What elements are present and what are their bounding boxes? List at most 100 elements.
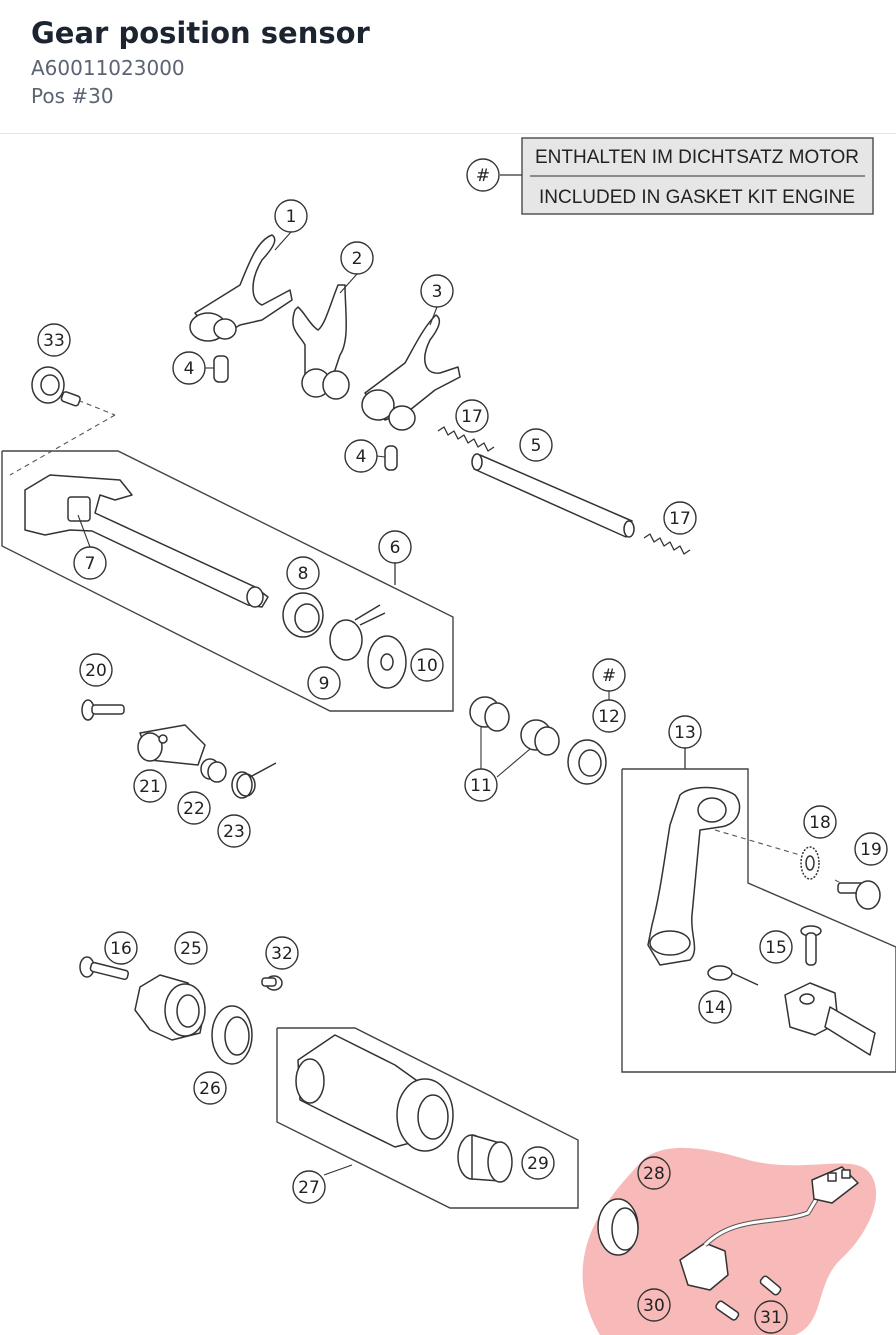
spring-23-part[interactable]	[231, 762, 277, 799]
callout-16[interactable]: 16	[104, 931, 138, 965]
highlight-region[interactable]	[582, 1147, 877, 1335]
callout-7[interactable]: 7	[73, 546, 107, 580]
callout-28[interactable]: 28	[637, 1156, 671, 1190]
callout-label: 17	[461, 407, 483, 427]
bolt-19-part[interactable]	[837, 880, 881, 910]
callout-20[interactable]: 20	[79, 653, 113, 687]
shift-drum-group-outline	[276, 1027, 579, 1209]
shift-rail-5-part[interactable]	[471, 453, 635, 538]
callout-5[interactable]: 5	[519, 428, 553, 462]
pin-4b-part[interactable]	[384, 445, 398, 471]
callout-29[interactable]: 29	[521, 1146, 555, 1180]
spring-17a-part[interactable]	[437, 426, 495, 452]
callout-circle	[133, 769, 167, 803]
position-label: Pos #30	[31, 84, 114, 108]
callout-label: 3	[432, 282, 443, 302]
callout-label: 29	[527, 1154, 549, 1174]
legend-line-en: INCLUDED IN GASKET KIT ENGINE	[539, 187, 855, 208]
shift-lever-13-part[interactable]	[647, 786, 741, 966]
seal-28-part[interactable]	[597, 1198, 639, 1256]
bushing-11b-part[interactable]	[520, 719, 560, 756]
callout-22[interactable]: 22	[177, 791, 211, 825]
callout-label: #	[602, 666, 616, 686]
callout-label: 26	[199, 1079, 221, 1099]
shift-fork-3-part[interactable]	[361, 314, 461, 431]
callout-3[interactable]: 3	[420, 274, 454, 308]
callout-label: 27	[298, 1178, 320, 1198]
callout-circle	[698, 990, 732, 1024]
callout-circle	[410, 648, 444, 682]
callout-9[interactable]: 9	[307, 666, 341, 700]
gear-18-part[interactable]	[800, 846, 820, 880]
callout-14[interactable]: 14	[698, 990, 732, 1024]
callout-17a[interactable]: 17	[455, 399, 489, 433]
callout-6[interactable]: 6	[378, 530, 412, 564]
washer-10-part[interactable]	[367, 635, 407, 689]
callout-label: 2	[352, 249, 363, 269]
callout-19[interactable]: 19	[854, 832, 888, 866]
shift-lever-clamp-part[interactable]	[784, 982, 876, 1056]
bolt-20-part[interactable]	[81, 699, 125, 721]
spring-17b-part[interactable]	[643, 533, 691, 555]
screw-32-part[interactable]	[261, 975, 283, 991]
spring-14-part[interactable]	[707, 965, 759, 986]
callout-circle	[420, 274, 454, 308]
callout-label: 12	[598, 707, 620, 727]
callout-30[interactable]: 30	[637, 1288, 671, 1322]
callout-1[interactable]: 1	[274, 199, 308, 233]
callout-4a[interactable]: 4	[172, 351, 206, 385]
callout-31[interactable]: 31	[754, 1300, 788, 1334]
callout-23[interactable]: 23	[217, 814, 251, 848]
callout-12[interactable]: 12	[592, 699, 626, 733]
callout-circle	[637, 1156, 671, 1190]
callout-4b[interactable]: 4	[344, 439, 378, 473]
callout-circle	[455, 399, 489, 433]
part-number: A60011023000	[31, 56, 185, 80]
callout-32[interactable]: 32	[265, 936, 299, 970]
callout-10[interactable]: 10	[410, 648, 444, 682]
part-8[interactable]	[282, 592, 324, 638]
roller-22-part[interactable]	[200, 758, 227, 783]
callout-circle	[73, 546, 107, 580]
callout-26[interactable]: 26	[193, 1071, 227, 1105]
pin-15-part[interactable]	[800, 925, 822, 966]
shift-fork-2-part[interactable]	[292, 284, 350, 400]
bearing-26-part[interactable]	[211, 1005, 253, 1065]
shift-fork-1-part[interactable]	[189, 234, 293, 342]
callout-21[interactable]: 21	[133, 769, 167, 803]
callout-17b[interactable]: 17	[663, 501, 697, 535]
callout-2[interactable]: 2	[340, 241, 374, 275]
callout-33[interactable]: 33	[37, 323, 71, 357]
part-33[interactable]	[31, 366, 81, 407]
shift-star-25-part[interactable]	[134, 974, 206, 1041]
callout-25[interactable]: 25	[174, 931, 208, 965]
callout-27[interactable]: 27	[292, 1170, 326, 1204]
part-21[interactable]	[137, 724, 206, 766]
callout-circle	[663, 501, 697, 535]
callout-label: 4	[356, 447, 367, 467]
callout-label: 8	[298, 564, 309, 584]
bushing-11a-part[interactable]	[469, 696, 510, 732]
gear-position-sensor-30-part[interactable]	[679, 1166, 859, 1291]
pin-4a-part[interactable]	[213, 355, 229, 383]
screw-31-part[interactable]	[715, 1275, 782, 1321]
callout-circle	[193, 1071, 227, 1105]
legend-marker: #	[476, 166, 490, 186]
cap-29-part[interactable]	[457, 1134, 513, 1183]
callout-circle	[759, 930, 793, 964]
callout-13[interactable]: 13	[668, 715, 702, 749]
ring-12-part[interactable]	[567, 739, 607, 785]
circlip-9-part[interactable]	[329, 604, 386, 661]
shift-shaft-7-part[interactable]	[24, 474, 269, 608]
bolt-16-part[interactable]	[79, 956, 129, 981]
callout-label: 13	[674, 723, 696, 743]
callout-label: 11	[470, 776, 492, 796]
callout-15[interactable]: 15	[759, 930, 793, 964]
callout-18[interactable]: 18	[803, 805, 837, 839]
callout-8[interactable]: 8	[286, 556, 320, 590]
callout-circle	[265, 936, 299, 970]
callout-hash[interactable]: #	[592, 658, 626, 692]
callout-11[interactable]: 11	[464, 768, 498, 802]
shift-drum-27-part[interactable]	[295, 1034, 454, 1152]
